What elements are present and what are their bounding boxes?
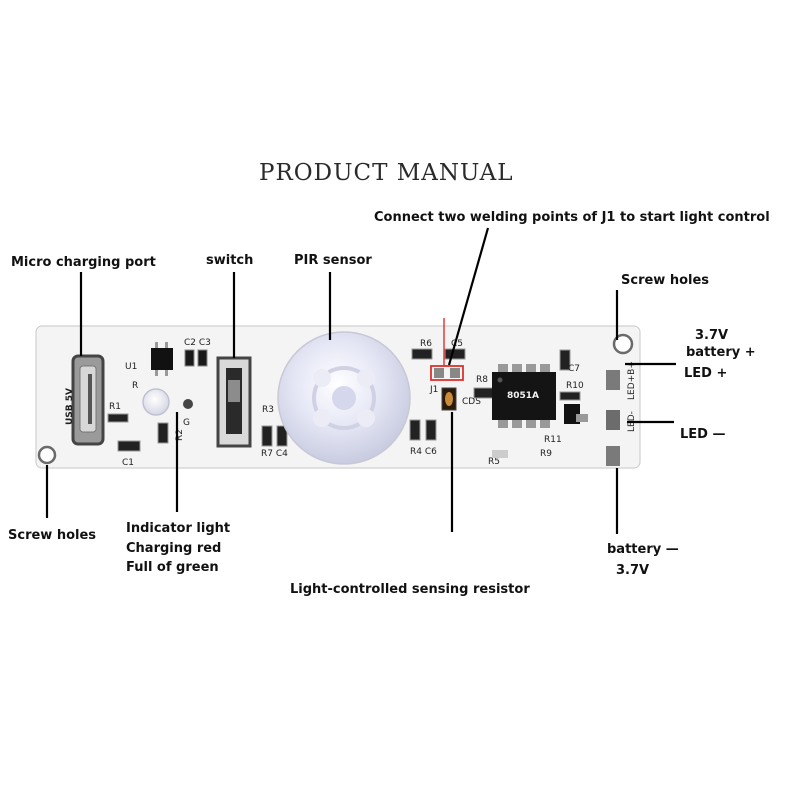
label-micro-charging-port: Micro charging port (11, 255, 156, 270)
screw-hole-left (37, 445, 57, 465)
pad-led-minus (606, 410, 620, 430)
silk-r: R (132, 381, 138, 391)
label-full-of-green: Full of green (126, 560, 219, 575)
silk-r10: R10 (566, 381, 584, 391)
silk-r1: R1 (109, 402, 121, 412)
label-battery-minus: battery — (607, 542, 679, 557)
silk-r7c4: R7 C4 (261, 449, 288, 459)
label-indicator-light: Indicator light (126, 521, 231, 536)
silk-cds: CDS (462, 397, 481, 407)
label-j1-light-control: Connect two welding points of J1 to star… (374, 210, 770, 225)
label-battery-plus-voltage: 3.7V (695, 328, 729, 343)
pir-sensor (277, 331, 411, 465)
label-led-plus: LED + (684, 366, 728, 381)
label-charging-red: Charging red (126, 541, 222, 556)
silk-pad-top: LED+B+ (627, 361, 637, 400)
label-led-minus: LED — (680, 427, 726, 442)
label-screw-holes-bottom: Screw holes (8, 528, 97, 543)
silk-r4c6: R4 C6 (410, 447, 437, 457)
silk-c7: C7 (568, 364, 580, 374)
page-title: PRODUCT MANUAL (259, 160, 514, 186)
silk-r6: R6 (420, 339, 432, 349)
label-battery-plus: battery + (686, 345, 756, 360)
callout-lines (45, 227, 676, 534)
silk-r11: R11 (544, 435, 562, 445)
u1-chip (151, 348, 173, 370)
silk-g: G (183, 418, 190, 428)
silk-r8: R8 (476, 375, 488, 385)
label-pir-sensor: PIR sensor (294, 253, 372, 268)
silk-r9: R9 (540, 449, 552, 459)
silk-c1: C1 (122, 458, 134, 468)
silk-r3: R3 (262, 405, 274, 415)
label-battery-minus-voltage: 3.7V (616, 563, 650, 578)
j1-marker (430, 365, 464, 381)
indicator-led (142, 388, 170, 416)
slide-switch (216, 356, 252, 448)
label-switch: switch (206, 253, 254, 268)
silk-c2c3: C2 C3 (184, 338, 211, 348)
silk-u1: U1 (125, 362, 137, 372)
silk-usb: USB 5V (65, 388, 75, 425)
silk-c5: C5 (451, 339, 463, 349)
main-ic: 8051A (492, 364, 556, 428)
pad-battery-minus (606, 446, 620, 466)
label-light-sensing-resistor: Light-controlled sensing resistor (290, 582, 530, 597)
ic-marking: 8051A (507, 391, 539, 401)
silk-r5: R5 (488, 457, 500, 467)
screw-hole-right (612, 333, 634, 355)
pad-battery-plus (606, 370, 620, 390)
silk-r2: R2 (175, 429, 185, 441)
label-screw-holes-top: Screw holes (621, 273, 710, 288)
silk-j1: J1 (429, 385, 438, 395)
micro-usb-port (71, 354, 105, 446)
